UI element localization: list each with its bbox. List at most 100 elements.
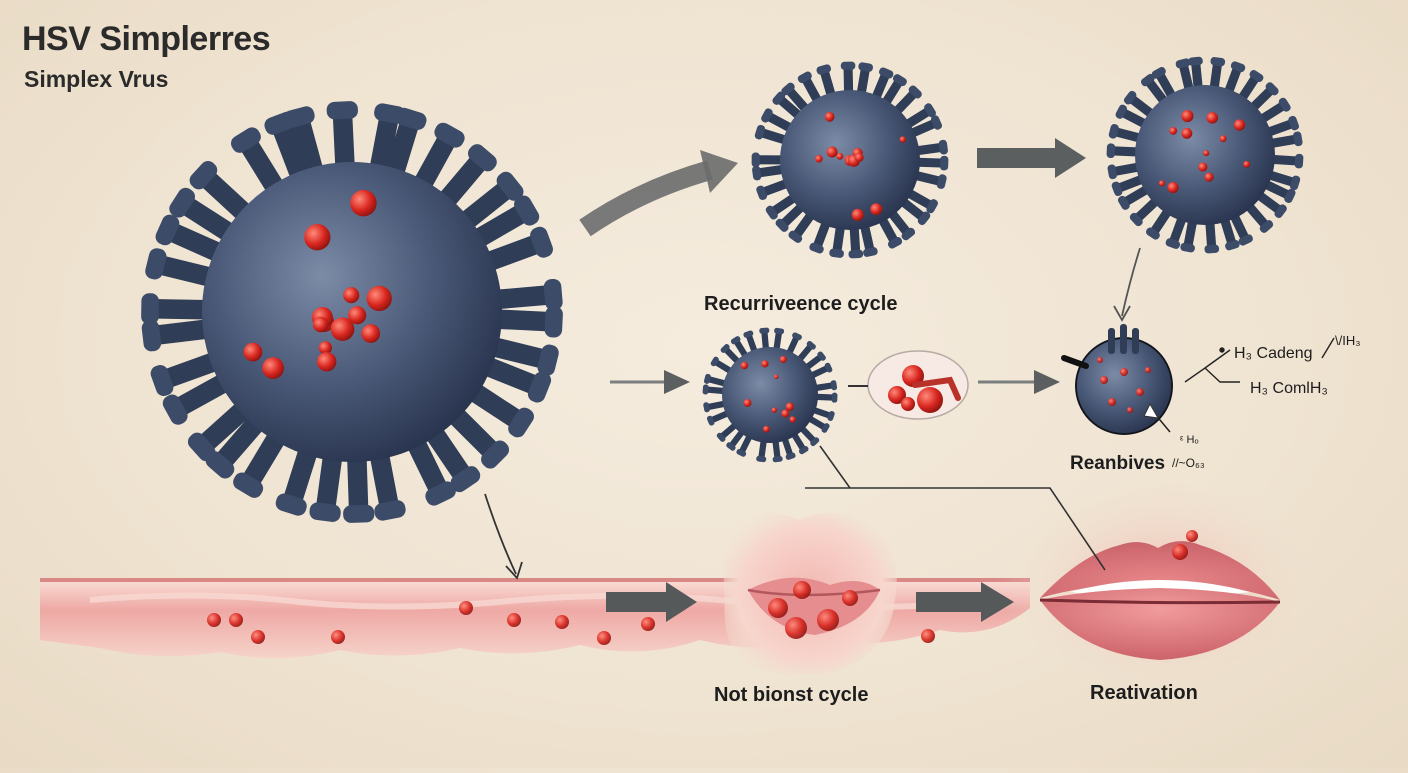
virus-spike bbox=[887, 209, 916, 241]
not-bionst-cycle-label: Not bionst cycle bbox=[714, 684, 869, 706]
virus-spike bbox=[1244, 202, 1274, 233]
virus-spike bbox=[1262, 179, 1296, 203]
lips-sore-icon bbox=[723, 512, 897, 675]
virus-spike bbox=[169, 187, 239, 243]
virus-spike bbox=[369, 446, 406, 521]
virion-dot bbox=[781, 409, 790, 418]
virus-spike bbox=[905, 188, 938, 214]
virus-particle-icon-top-right bbox=[1106, 56, 1304, 254]
virus-spike bbox=[489, 278, 563, 311]
virus-spike bbox=[162, 372, 234, 425]
page-subtitle: Simplex Vrus bbox=[24, 66, 169, 92]
virus-spike bbox=[1117, 184, 1151, 210]
virus-spike bbox=[710, 356, 734, 374]
virus-spike bbox=[781, 436, 796, 460]
virion-dot bbox=[1204, 172, 1214, 182]
virion-dot bbox=[851, 208, 864, 222]
virus-spike bbox=[230, 127, 286, 198]
virus-spike bbox=[754, 124, 790, 145]
virus-spike bbox=[716, 422, 738, 442]
virus-spike bbox=[489, 306, 563, 338]
virus-spike bbox=[730, 336, 749, 359]
virus-spike bbox=[1141, 73, 1169, 106]
virus-spike bbox=[384, 107, 427, 182]
virus-spike bbox=[829, 223, 845, 258]
reactivated-cell-icon bbox=[1061, 324, 1173, 435]
virus-spike bbox=[899, 197, 931, 226]
virus-spike bbox=[1115, 104, 1149, 129]
virion-dot bbox=[330, 317, 355, 341]
virus-spike bbox=[1264, 115, 1299, 137]
virus-spike bbox=[751, 152, 786, 168]
virus-spike bbox=[809, 362, 833, 379]
virion-dot bbox=[740, 361, 749, 370]
virion-dot bbox=[836, 152, 844, 160]
formula-bottom-label: H₃ ComlH₃ bbox=[1250, 380, 1328, 397]
virion-dot bbox=[771, 407, 777, 413]
virus-spike bbox=[807, 415, 830, 433]
recurrence-cycle-label: Recurriveence cycle bbox=[704, 293, 898, 315]
virus-spike bbox=[205, 412, 267, 479]
virion-dot bbox=[899, 136, 906, 143]
virus-spike bbox=[141, 293, 215, 325]
virus-spike bbox=[468, 195, 540, 249]
sore-dot bbox=[1136, 388, 1144, 396]
virus-spike bbox=[702, 384, 727, 395]
lips-icon bbox=[995, 470, 1325, 700]
virus-spike bbox=[809, 219, 831, 254]
sore-dot bbox=[207, 613, 221, 627]
virion-dot bbox=[824, 111, 835, 122]
virus-spike bbox=[759, 327, 770, 352]
virus-spike bbox=[814, 392, 838, 403]
virion-dot bbox=[1167, 181, 1179, 194]
virus-spike bbox=[736, 433, 753, 457]
virion-dot bbox=[1203, 150, 1210, 157]
virus-spike bbox=[406, 434, 456, 506]
sore-dot bbox=[597, 631, 611, 645]
sore-dot bbox=[331, 630, 345, 644]
sore-dot bbox=[641, 617, 655, 631]
virus-spike bbox=[1108, 124, 1144, 143]
virus-spike bbox=[1269, 153, 1304, 169]
sore-dot bbox=[1100, 376, 1108, 384]
virus-spike bbox=[840, 61, 856, 96]
virus-spike bbox=[773, 327, 785, 352]
virus-spike bbox=[150, 351, 224, 396]
virus-spike bbox=[145, 248, 219, 288]
virus-particle-icon-top-center bbox=[751, 61, 949, 259]
virus-spike bbox=[912, 170, 947, 189]
virus-spike bbox=[703, 373, 728, 387]
virus-spike bbox=[1188, 56, 1203, 92]
virus-spike bbox=[743, 330, 758, 354]
virus-spike bbox=[1224, 61, 1246, 96]
virus-particle-icon-large bbox=[141, 101, 563, 523]
virus-spike bbox=[761, 108, 795, 133]
virion-dot bbox=[1206, 112, 1219, 124]
virus-spike bbox=[765, 193, 798, 220]
virion-dot bbox=[774, 374, 779, 380]
virus-spike bbox=[903, 103, 937, 129]
sore-dot bbox=[459, 601, 473, 615]
virus-spike bbox=[189, 160, 255, 223]
virion-dot bbox=[366, 285, 392, 312]
virus-spike bbox=[436, 144, 497, 211]
virion-dot bbox=[312, 316, 329, 333]
virus-spike bbox=[856, 62, 873, 97]
skin-cells bbox=[207, 601, 935, 645]
virus-spike bbox=[445, 405, 510, 469]
lip-sores bbox=[768, 581, 858, 639]
virus-spike bbox=[1209, 57, 1226, 92]
virus-spike bbox=[1255, 191, 1287, 219]
virus-spike bbox=[478, 356, 552, 403]
virus-spike bbox=[187, 399, 254, 462]
virus-body bbox=[722, 347, 818, 443]
virus-spike bbox=[1107, 162, 1142, 180]
virion-dot bbox=[316, 352, 337, 372]
virus-spike bbox=[326, 101, 358, 175]
sore-dot bbox=[817, 609, 839, 631]
virion-dot bbox=[1181, 127, 1193, 139]
virus-spike bbox=[1258, 97, 1291, 124]
virus-spike bbox=[283, 106, 324, 180]
